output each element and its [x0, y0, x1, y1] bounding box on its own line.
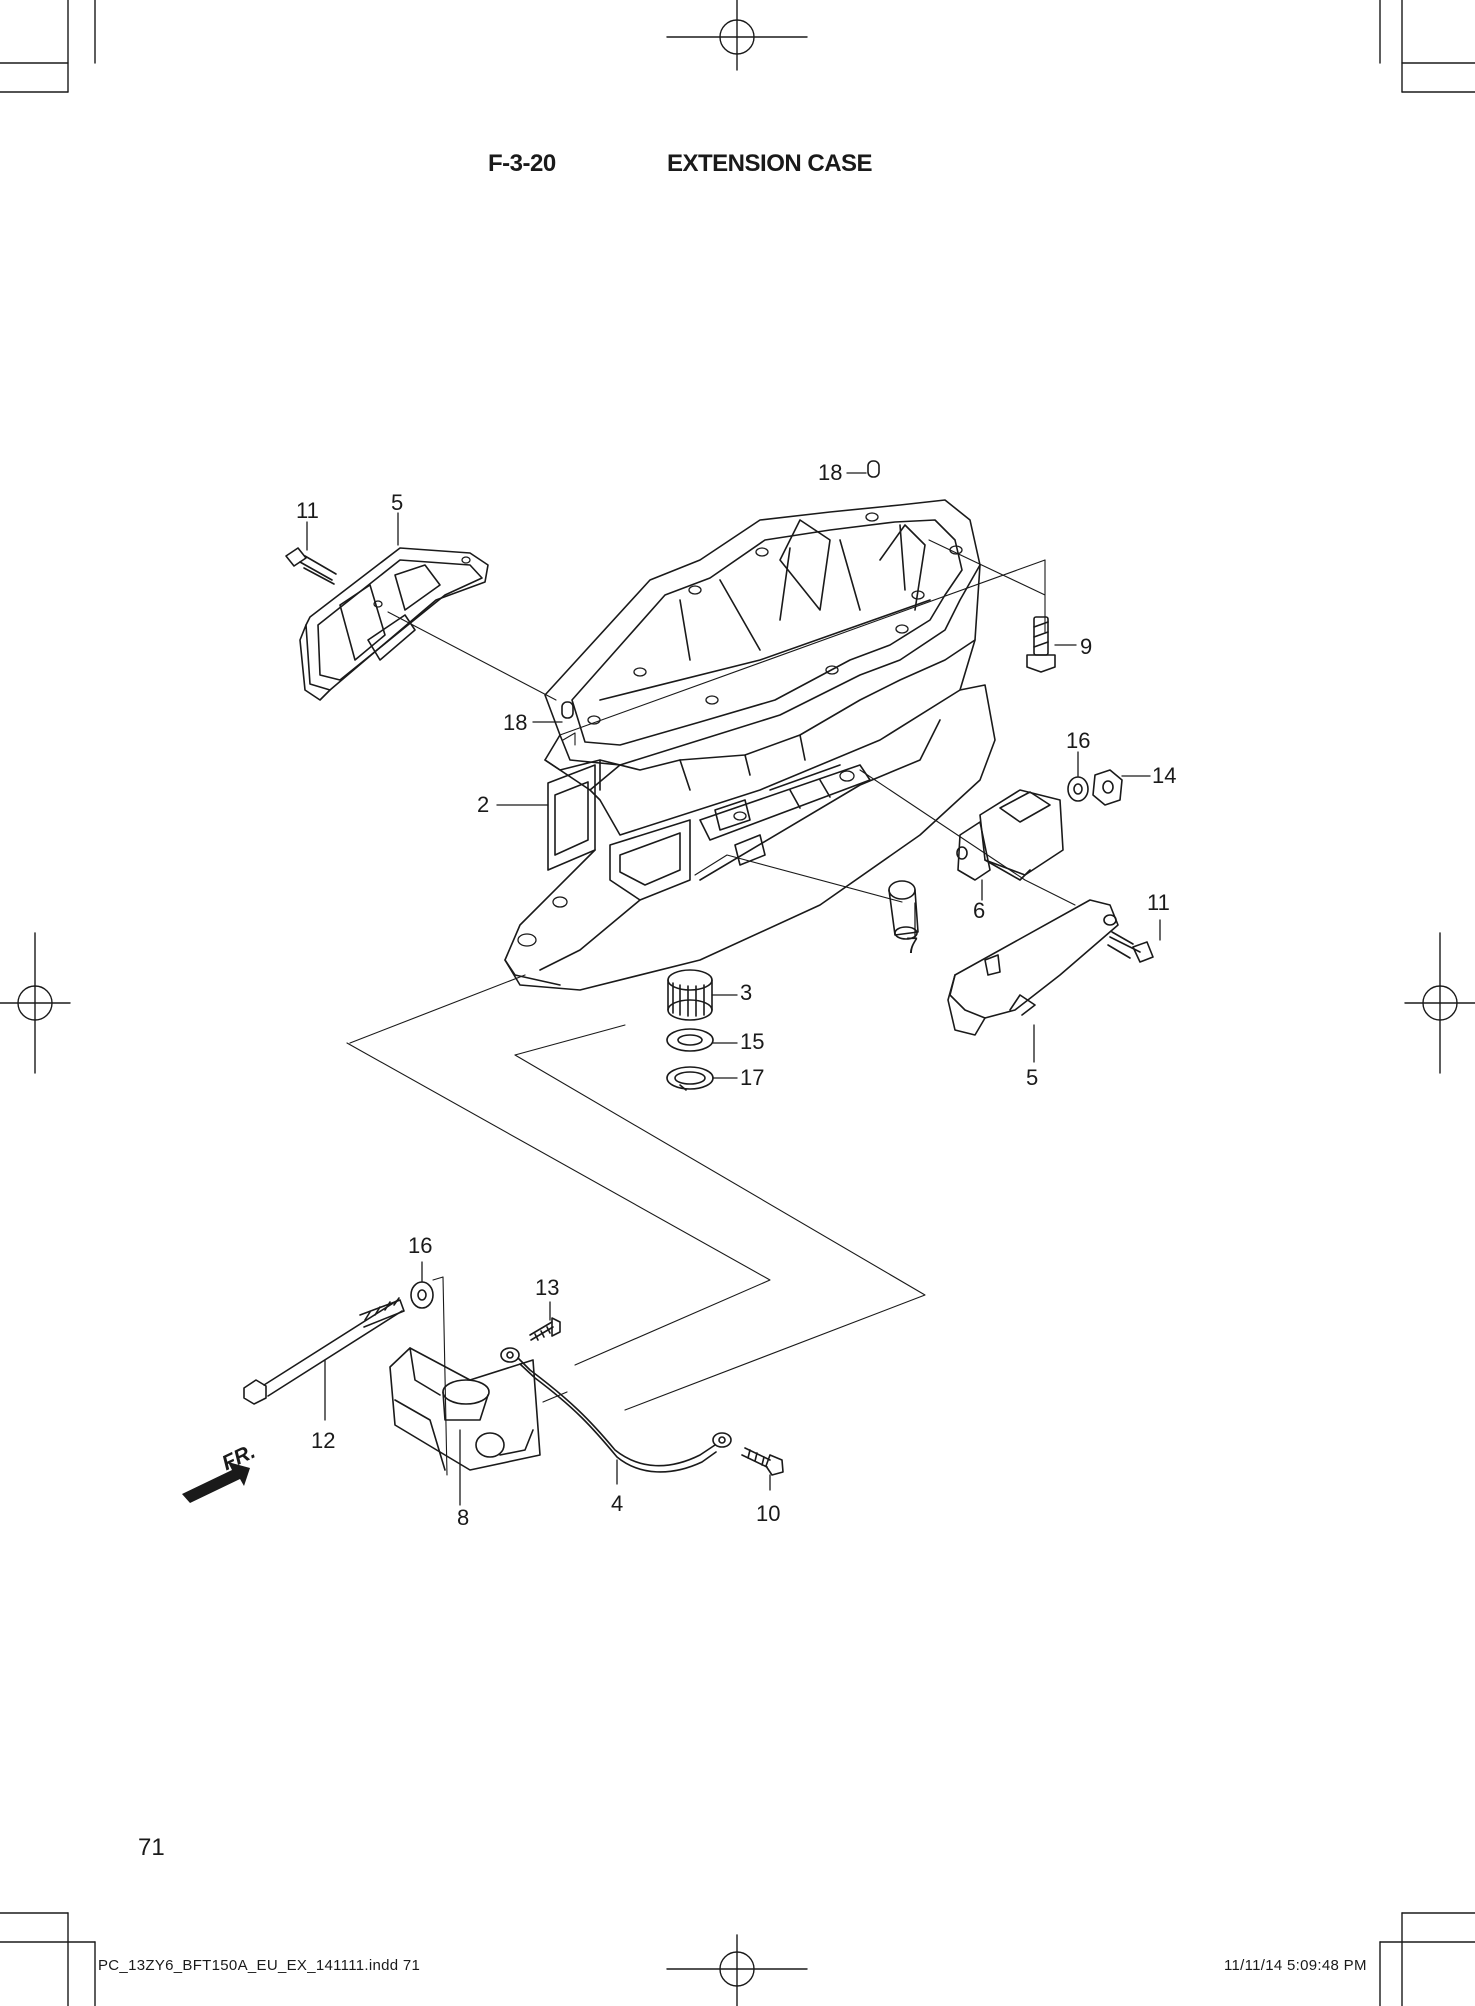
bolt-part-11-upper — [285, 547, 337, 585]
callout-4: 4 — [611, 1491, 624, 1516]
snap-ring-part-17 — [666, 1066, 714, 1091]
callout-16-upper: 16 — [1066, 728, 1091, 753]
ground-wire-part-4 — [500, 1347, 732, 1473]
callout-14: 14 — [1152, 763, 1177, 788]
footer-filename: PC_13ZY6_BFT150A_EU_EX_141111.indd 71 — [98, 1957, 421, 1974]
callout-12: 12 — [311, 1428, 336, 1453]
callout-16-lower: 16 — [408, 1233, 433, 1258]
callout-15: 15 — [740, 1029, 765, 1054]
bushing-part-3 — [667, 969, 713, 1021]
screw-part-13 — [529, 1317, 561, 1341]
cover-part-5-upper — [299, 547, 489, 701]
dowel-pin-18-top — [867, 460, 880, 478]
callout-18-top: 18 — [818, 460, 843, 485]
collar-part-7 — [888, 880, 919, 940]
figure-code: F-3-20 — [488, 150, 556, 177]
washer-part-16-lower — [410, 1281, 434, 1309]
page-title: EXTENSION CASE — [667, 150, 873, 177]
page-number: 71 — [138, 1834, 165, 1861]
clamp-block-part-8 — [389, 1347, 541, 1471]
callout-7: 7 — [906, 933, 919, 958]
callout-5-lower: 5 — [1026, 1065, 1039, 1090]
callout-5-upper: 5 — [391, 490, 404, 515]
washer-part-15 — [666, 1028, 714, 1052]
callout-18-left: 18 — [503, 710, 528, 735]
long-bolt-part-12 — [243, 1297, 405, 1405]
front-direction-label: FR. — [218, 1439, 259, 1476]
reference-lines — [346, 539, 1076, 1476]
callout-11-lower: 11 — [1147, 890, 1170, 915]
bolt-part-9 — [1026, 616, 1056, 673]
dowel-pin-18-left — [561, 701, 574, 719]
callout-13: 13 — [535, 1275, 560, 1300]
extension-case-part-2 — [504, 499, 996, 991]
callout-3: 3 — [740, 980, 753, 1005]
callout-9: 9 — [1080, 634, 1093, 659]
callout-6: 6 — [973, 898, 986, 923]
callout-10: 10 — [756, 1501, 781, 1526]
leader-lines — [306, 472, 1161, 1506]
cover-part-5-lower — [947, 899, 1119, 1036]
mount-part-6 — [956, 789, 1064, 881]
callout-11-upper: 11 — [296, 498, 319, 523]
callout-8: 8 — [457, 1505, 470, 1530]
bolt-part-10 — [741, 1447, 784, 1476]
callout-17: 17 — [740, 1065, 765, 1090]
washer-part-16-upper — [1067, 776, 1089, 802]
callout-2: 2 — [477, 792, 490, 817]
front-direction-arrow-icon — [182, 1462, 250, 1503]
nut-part-14 — [1092, 769, 1123, 806]
footer-timestamp: 11/11/14 5:09:48 PM — [1224, 1957, 1367, 1974]
bolt-part-11-lower — [1107, 931, 1154, 963]
